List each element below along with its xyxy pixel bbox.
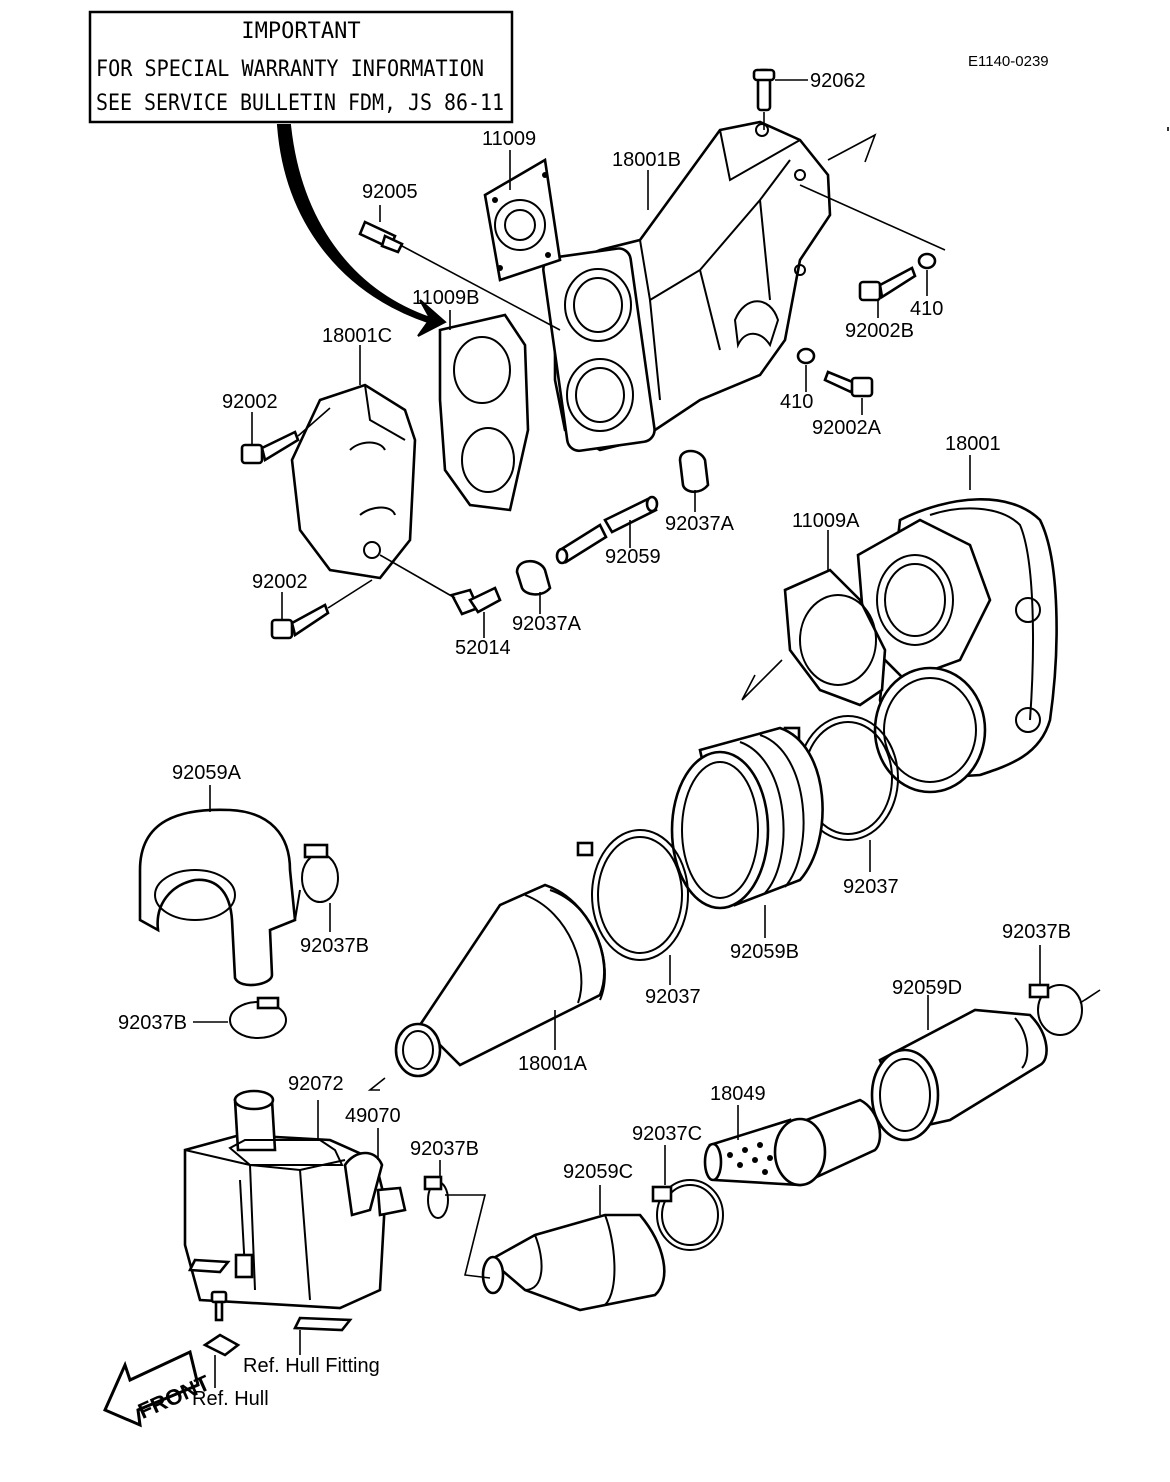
muffler-18001 — [856, 498, 1058, 794]
label-92062: 92062 — [810, 70, 866, 92]
label-92037-lower: 92037 — [645, 986, 701, 1008]
ref-hull-fitting: Ref. Hull Fitting — [243, 1355, 380, 1377]
direction-arrow-right — [1079, 989, 1101, 1004]
label-18001c: 18001C — [322, 325, 392, 347]
label-92002-upper: 92002 — [222, 391, 278, 413]
elbow-92059a — [138, 808, 301, 987]
label-92002a: 92002A — [812, 417, 882, 439]
hull-fitting — [202, 1333, 241, 1357]
label-92037b-left-lower: 92037B — [118, 1012, 187, 1034]
label-52014: 52014 — [455, 637, 511, 659]
fitting-92005 — [358, 220, 404, 254]
water-box-92072 — [183, 1089, 407, 1332]
hull-screw — [210, 1290, 228, 1322]
bolt-92002-upper — [240, 430, 300, 465]
label-18001b: 18001B — [612, 149, 681, 171]
cover-18001c — [290, 383, 417, 580]
bolt-92002a — [823, 370, 874, 398]
fitting-52014 — [450, 586, 502, 616]
label-92005: 92005 — [362, 181, 418, 203]
pipe-92059d — [870, 1008, 1048, 1142]
label-92037a-upper: 92037A — [665, 513, 735, 535]
label-11009b: 11009B — [412, 287, 479, 309]
label-92059b: 92059B — [730, 941, 799, 963]
clamp-92037a-lower — [515, 559, 552, 596]
clamp-92037b-left-upper — [301, 843, 339, 903]
notice-line2: SEE SERVICE BULLETIN FDM, JS 86-11 — [96, 91, 504, 116]
direction-arrow-mid — [741, 659, 783, 701]
label-92059a: 92059A — [172, 762, 242, 784]
bolt-92002-lower — [270, 603, 330, 640]
label-18001: 18001 — [945, 433, 1001, 455]
label-92037b-left-upper: 92037B — [300, 935, 369, 957]
label-11009: 11009 — [482, 128, 536, 150]
label-18001a: 18001A — [518, 1053, 588, 1075]
perforated-pipe-18049 — [703, 1098, 882, 1187]
drawing-code: E1140-0239 — [968, 53, 1049, 70]
label-410-lower: 410 — [780, 391, 813, 413]
clamp-92037-lower — [576, 829, 689, 961]
pipe-92059c — [481, 1213, 666, 1312]
ref-hull: Ref. Hull — [192, 1388, 269, 1410]
label-92059c: 92059C — [563, 1161, 633, 1183]
label-410-upper: 410 — [910, 298, 943, 320]
clamp-92037b-left-lower — [229, 996, 287, 1039]
washer-410-upper — [917, 252, 937, 270]
label-92037c: 92037C — [632, 1123, 702, 1145]
gasket-11009 — [483, 157, 562, 282]
notice-title: IMPORTANT — [241, 19, 360, 44]
clamp-92037b-box — [423, 1175, 449, 1219]
direction-arrow-upper — [827, 133, 877, 163]
clamp-92037c — [651, 1179, 724, 1251]
label-92059d: 92059D — [892, 977, 962, 999]
front-direction-arrow: FRONT — [103, 1349, 214, 1428]
clamp-92037a-upper — [678, 449, 710, 494]
bolt-92002b — [858, 266, 917, 302]
label-92002b: 92002B — [845, 320, 914, 342]
clamp-92037b-right — [1028, 983, 1083, 1036]
notice-line1: FOR SPECIAL WARRANTY INFORMATION — [96, 57, 484, 82]
warranty-notice-box: IMPORTANT FOR SPECIAL WARRANTY INFORMATI… — [88, 10, 514, 124]
washer-410-lower — [796, 347, 816, 365]
label-92037a-lower: 92037A — [512, 613, 582, 635]
exhaust-manifold-18001b — [542, 120, 832, 453]
coupling-92059b — [670, 726, 824, 910]
label-49070: 49070 — [345, 1105, 401, 1127]
label-11009a: 11009A — [792, 510, 860, 532]
cone-18001a — [394, 883, 606, 1078]
bolt-92062 — [752, 68, 776, 112]
gasket-11009a — [783, 568, 887, 707]
label-92002-lower: 92002 — [252, 571, 308, 593]
label-92072: 92072 — [288, 1073, 344, 1095]
tube-92059 — [555, 495, 659, 565]
notice-arrow — [276, 124, 447, 337]
direction-arrow-box — [367, 1077, 386, 1091]
label-18049: 18049 — [710, 1083, 766, 1105]
label-92059: 92059 — [605, 546, 661, 568]
label-92037b-box: 92037B — [410, 1138, 479, 1160]
gasket-11009b — [438, 313, 530, 512]
label-92037-upper: 92037 — [843, 876, 899, 898]
label-92037b-right: 92037B — [1002, 921, 1071, 943]
